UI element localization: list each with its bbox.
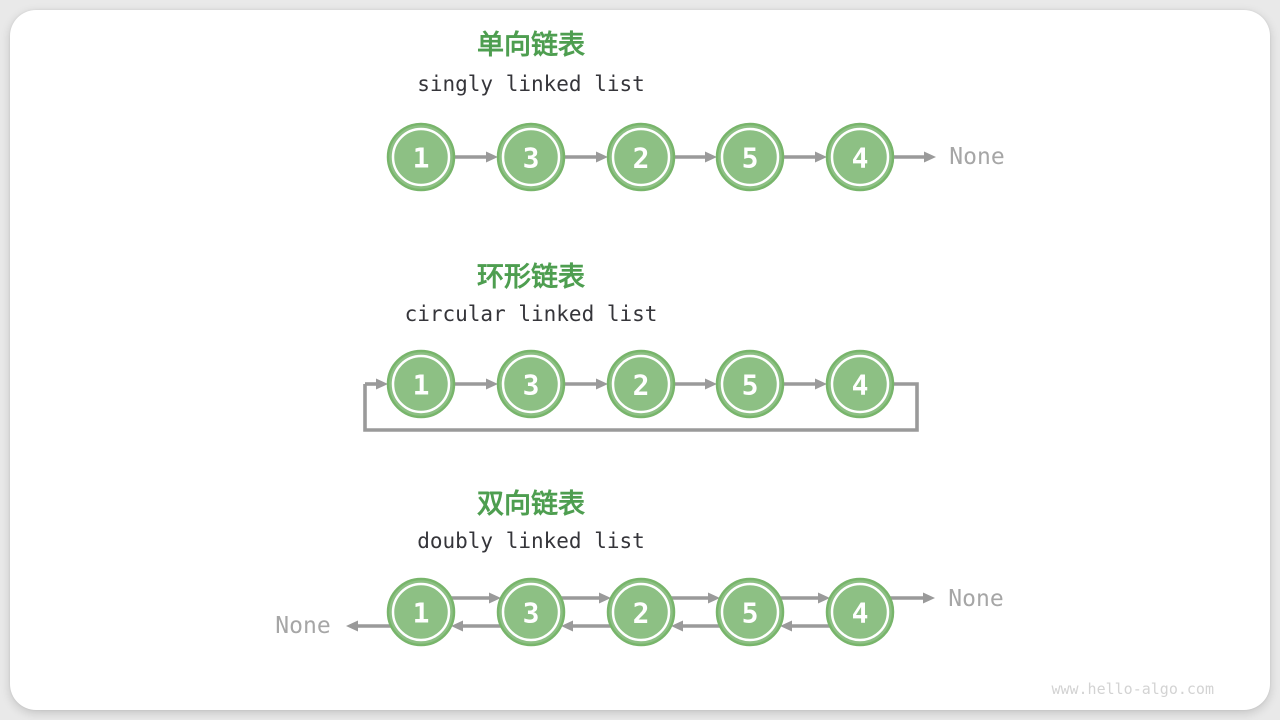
section-subtitle-circular: circular linked list [404, 302, 658, 326]
doubly-linked-list-diagram: 1 3 2 5 4 [346, 577, 935, 647]
next-pointer-arrow [561, 592, 611, 604]
node-value: 2 [633, 142, 650, 175]
list-node: 4 [825, 122, 895, 192]
node-value: 1 [413, 142, 430, 175]
prev-pointer-arrow [671, 620, 720, 632]
prev-pointer-arrow [451, 620, 501, 632]
section-subtitle-doubly: doubly linked list [417, 529, 645, 553]
node-value: 4 [852, 142, 869, 175]
prev-pointer-arrow [561, 620, 611, 632]
circular-linked-list-diagram: 1 3 2 5 4 [363, 349, 919, 432]
list-node: 1 [386, 577, 456, 647]
list-node: 4 [825, 349, 895, 419]
node-value: 4 [852, 597, 869, 630]
list-node: 1 [386, 122, 456, 192]
node-value: 1 [413, 597, 430, 630]
watermark-url: www.hello-algo.com [1051, 680, 1214, 698]
next-pointer-arrow [455, 378, 498, 390]
list-node: 1 [386, 349, 456, 419]
node-value: 3 [523, 142, 540, 175]
section-title-circular: 环形链表 [477, 262, 585, 293]
next-pointer-arrow [565, 378, 608, 390]
next-pointer-arrow [565, 151, 608, 163]
doubly-tail-none-label: None [948, 586, 1004, 612]
next-pointer-arrow [675, 151, 717, 163]
node-value: 2 [633, 597, 650, 630]
list-node: 3 [496, 122, 566, 192]
null-pointer-arrow [894, 151, 936, 163]
list-node: 4 [825, 577, 895, 647]
list-node: 3 [496, 577, 566, 647]
list-node: 5 [715, 577, 785, 647]
next-pointer-arrow [451, 592, 501, 604]
next-pointer-arrow [675, 378, 717, 390]
node-value: 1 [413, 369, 430, 402]
loop-back-path [363, 382, 919, 432]
node-value: 5 [742, 597, 759, 630]
section-title-singly: 单向链表 [477, 30, 585, 61]
loop-entry-arrow [365, 378, 388, 390]
next-pointer-arrow [784, 378, 827, 390]
next-pointer-arrow [455, 151, 498, 163]
next-pointer-arrow [780, 592, 830, 604]
node-value: 4 [852, 369, 869, 402]
list-node: 2 [606, 122, 676, 192]
list-node: 5 [715, 349, 785, 419]
prev-pointer-arrow [780, 620, 830, 632]
next-pointer-arrow [784, 151, 827, 163]
section-title-doubly: 双向链表 [477, 489, 585, 520]
node-value: 3 [523, 597, 540, 630]
list-node: 2 [606, 577, 676, 647]
singly-tail-none-label: None [949, 144, 1005, 170]
list-node: 5 [715, 122, 785, 192]
node-value: 3 [523, 369, 540, 402]
list-node: 2 [606, 349, 676, 419]
list-node: 3 [496, 349, 566, 419]
node-value: 5 [742, 369, 759, 402]
node-value: 5 [742, 142, 759, 175]
singly-linked-list-diagram: 1 3 2 5 4 [386, 122, 936, 192]
null-pointer-arrow [890, 592, 935, 604]
node-value: 2 [633, 369, 650, 402]
doubly-head-none-label: None [275, 613, 331, 639]
section-subtitle-singly: singly linked list [417, 72, 645, 96]
null-pointer-arrow [346, 620, 391, 632]
next-pointer-arrow [671, 592, 720, 604]
